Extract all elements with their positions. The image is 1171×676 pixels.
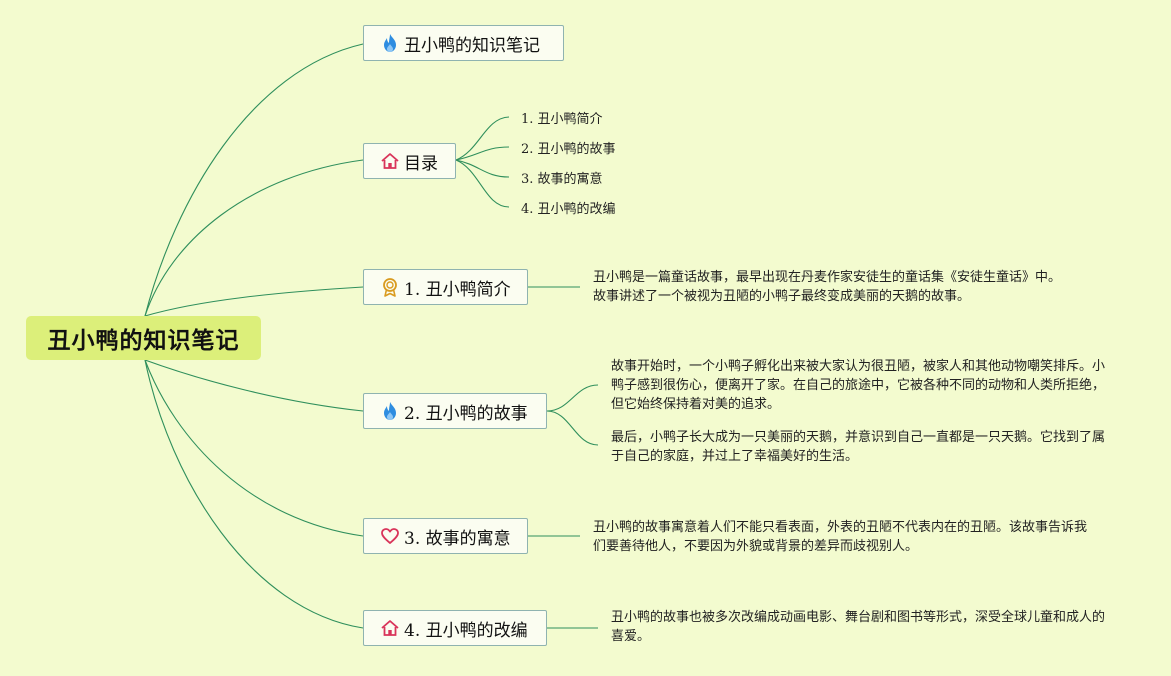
branch-intro[interactable]: 1. 丑小鸭简介 bbox=[363, 269, 528, 305]
root-topic[interactable]: 丑小鸭的知识笔记 bbox=[26, 316, 261, 360]
link-root-moral bbox=[144, 359, 364, 537]
toc-item-1[interactable]: 1. 丑小鸭简介 bbox=[521, 112, 603, 127]
branch-story[interactable]: 2. 丑小鸭的故事 bbox=[363, 393, 547, 429]
link-root-story bbox=[144, 359, 364, 412]
branch-story-label: 2. 丑小鸭的故事 bbox=[404, 403, 528, 424]
link-toc-item-3 bbox=[455, 159, 510, 178]
branch-moral[interactable]: 3. 故事的寓意 bbox=[363, 518, 528, 554]
toc-item-2[interactable]: 2. 丑小鸭的故事 bbox=[521, 142, 616, 157]
branch-toc-label: 目录 bbox=[404, 153, 438, 174]
branch-adapt-label: 4. 丑小鸭的改编 bbox=[404, 620, 528, 641]
link-root-adapt bbox=[144, 359, 364, 629]
branch-title[interactable]: 丑小鸭的知识笔记 bbox=[363, 25, 564, 61]
link-toc-item-2 bbox=[455, 146, 510, 161]
toc-item-3[interactable]: 3. 故事的寓意 bbox=[521, 172, 603, 187]
home-icon bbox=[380, 151, 400, 171]
branch-intro-label: 1. 丑小鸭简介 bbox=[404, 279, 511, 300]
note-story-2: 最后，小鸭子长大成为一只美丽的天鹅，并意识到自己一直都是一只天鹅。它找到了属于自… bbox=[611, 430, 1106, 464]
award-icon bbox=[380, 277, 400, 297]
link-root-toc bbox=[144, 159, 364, 317]
branch-title-label: 丑小鸭的知识笔记 bbox=[404, 35, 540, 56]
link-story-note-1 bbox=[546, 384, 599, 412]
link-story-note-2 bbox=[546, 410, 599, 446]
note-story-1: 故事开始时，一个小鸭子孵化出来被大家认为很丑陋，被家人和其他动物嘲笑排斥。小鸭子… bbox=[611, 359, 1106, 412]
fire-icon bbox=[380, 401, 400, 421]
branch-adapt[interactable]: 4. 丑小鸭的改编 bbox=[363, 610, 547, 646]
toc-item-4[interactable]: 4. 丑小鸭的改编 bbox=[521, 202, 616, 217]
note-adapt: 丑小鸭的故事也被多次改编成动画电影、舞台剧和图书等形式，深受全球儿童和成人的喜爱… bbox=[611, 610, 1106, 644]
note-intro: 丑小鸭是一篇童话故事，最早出现在丹麦作家安徒生的童话集《安徒生童话》中。故事讲述… bbox=[593, 270, 1062, 304]
branch-moral-label: 3. 故事的寓意 bbox=[404, 528, 511, 549]
branch-toc[interactable]: 目录 bbox=[363, 143, 456, 179]
link-root-intro bbox=[144, 286, 364, 317]
note-moral: 丑小鸭的故事寓意着人们不能只看表面，外表的丑陋不代表内在的丑陋。该故事告诉我们要… bbox=[593, 520, 1088, 554]
fire-icon bbox=[380, 33, 400, 53]
link-toc-item-1 bbox=[455, 116, 510, 161]
home-icon bbox=[380, 618, 400, 638]
link-toc-item-4 bbox=[455, 159, 510, 208]
heart-icon bbox=[380, 526, 400, 546]
link-root-title bbox=[144, 43, 364, 317]
